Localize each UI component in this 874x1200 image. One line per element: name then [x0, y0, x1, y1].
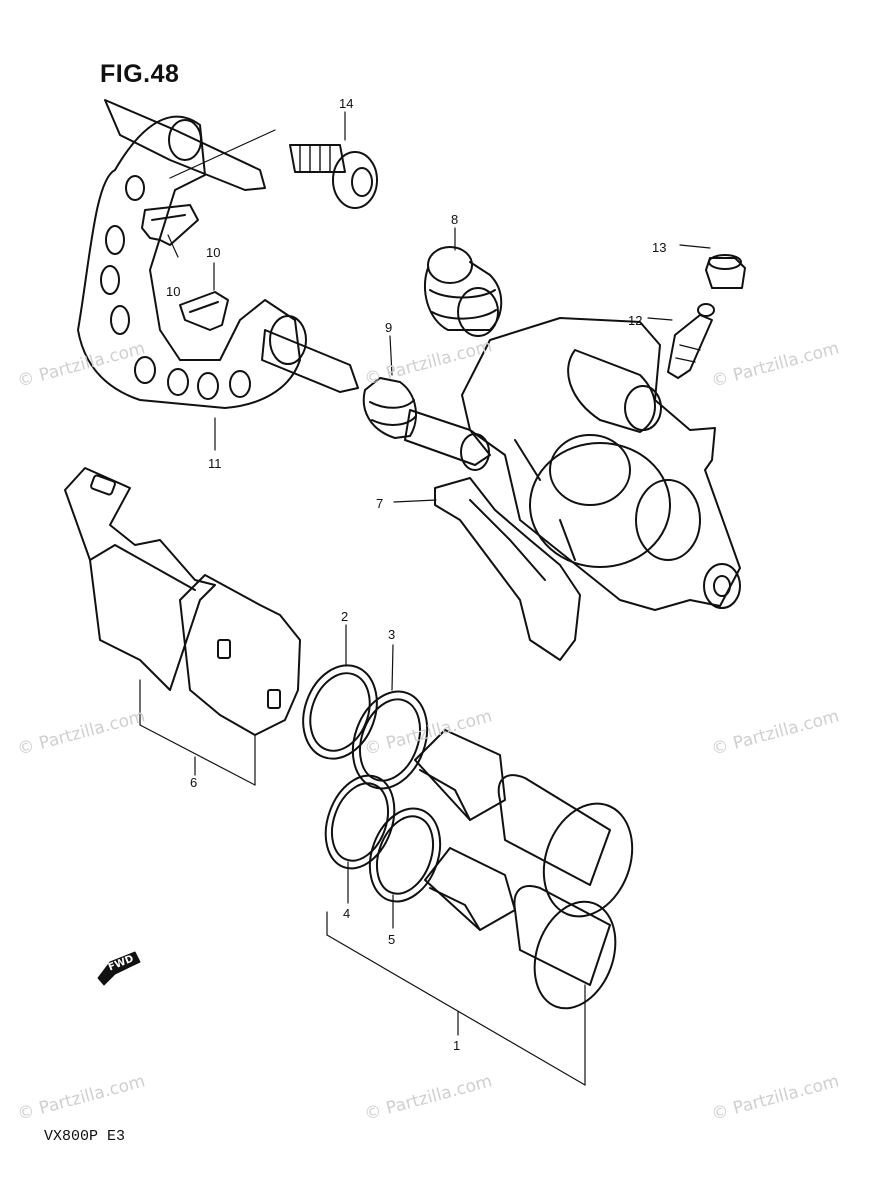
bleeder-cap — [705, 254, 746, 289]
pad-shim — [434, 477, 581, 661]
callout-6: 6 — [190, 775, 198, 790]
callout-11: 11 — [208, 456, 222, 471]
figure-title: FIG.48 — [100, 60, 180, 88]
piston-seal-2 — [302, 664, 378, 760]
dust-boot-large — [423, 246, 503, 337]
callout-2: 2 — [341, 609, 349, 624]
model-code: VX800P E3 — [44, 1128, 126, 1145]
mounting-bolt — [289, 144, 378, 209]
piston-insulator-lower — [424, 847, 516, 931]
fwd-arrow-icon — [97, 951, 141, 986]
callout-leaders — [139, 111, 711, 1086]
callout-4: 4 — [343, 906, 351, 921]
callout-12: 12 — [628, 313, 643, 328]
callout-9: 9 — [385, 320, 393, 335]
pad-spring-clip-lower — [179, 291, 229, 331]
callout-1: 1 — [453, 1038, 461, 1053]
callout-8: 8 — [451, 212, 459, 227]
callout-5: 5 — [388, 932, 396, 947]
callout-10-lower: 10 — [166, 284, 181, 299]
piston-insulator-upper — [414, 729, 506, 821]
piston-lower — [513, 885, 617, 1010]
brake-pad-set — [64, 467, 301, 736]
callout-13: 13 — [652, 240, 667, 255]
bleeder-screw — [667, 303, 715, 379]
callout-14: 14 — [339, 96, 354, 111]
caliper-bracket — [77, 99, 359, 409]
pad-spring-clip-upper — [141, 204, 199, 246]
piston-seal-4 — [324, 774, 396, 870]
dust-seal-5 — [368, 807, 442, 903]
dust-boot-pin — [362, 377, 491, 471]
callout-3: 3 — [388, 627, 396, 642]
piston-upper — [497, 774, 634, 918]
callout-7: 7 — [376, 496, 384, 511]
caliper-body — [461, 317, 741, 611]
callout-10-upper: 10 — [206, 245, 221, 260]
